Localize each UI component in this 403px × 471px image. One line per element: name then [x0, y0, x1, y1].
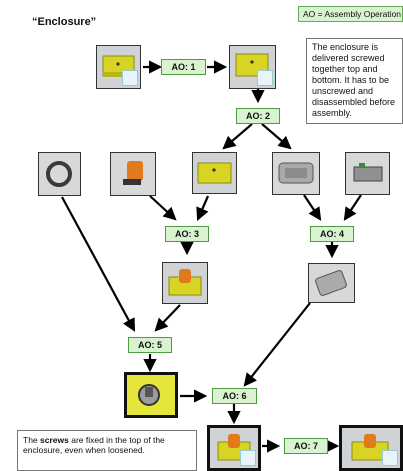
top-with-seal-icon	[124, 372, 178, 418]
note-screws-pre: The	[23, 435, 41, 445]
screw-badge-icon	[382, 450, 398, 466]
arrow-seal-to-ao5	[61, 196, 136, 332]
screw-badge-icon	[257, 70, 273, 86]
arrow-ao2-to-top	[222, 123, 253, 150]
arrow-terminal-to-ao4	[343, 194, 362, 221]
ao-box-7: AO: 7	[284, 438, 328, 454]
screw-badge-icon	[240, 450, 256, 466]
legend-box: AO = Assembly Operation	[298, 6, 403, 22]
assembled-enclosure-icon	[207, 425, 261, 471]
note-disassembly: The enclosure is delivered screwed toget…	[306, 38, 403, 124]
note-screws-post: are fixed in the top of the enclosure, e…	[23, 435, 165, 455]
final-enclosure-icon	[339, 425, 403, 471]
ao-box-3: AO: 3	[165, 226, 209, 242]
open-enclosure-icon	[229, 45, 276, 89]
ao-box-6: AO: 6	[212, 388, 257, 404]
seal-ring-icon	[38, 152, 81, 196]
arrow-bottom-to-ao4	[303, 194, 322, 221]
ao-box-1: AO: 1	[161, 59, 206, 75]
ao-box-5: AO: 5	[128, 337, 172, 353]
enclosure-top-icon	[192, 152, 237, 194]
enclosure-bottom-icon	[272, 152, 320, 195]
arrow-top-to-ao3	[196, 195, 210, 222]
screw-badge-icon	[122, 70, 138, 86]
arrow-topknob-to-ao5	[154, 304, 181, 332]
arrow-bottomterm-to-ao6	[243, 302, 311, 387]
note-screws: The screws are fixed in the top of the e…	[17, 430, 197, 471]
diagram-title: “Enclosure”	[32, 16, 97, 28]
arrow-knob-to-ao3	[149, 195, 177, 221]
terminal-block-icon	[345, 152, 390, 195]
bottom-with-terminal-icon	[308, 263, 355, 303]
note-screws-bold: screws	[40, 435, 69, 445]
ao-box-4: AO: 4	[310, 226, 354, 242]
knob-icon	[110, 152, 156, 196]
closed-enclosure-icon	[96, 45, 141, 89]
top-with-knob-icon	[162, 262, 208, 304]
arrow-ao2-to-bottom	[261, 123, 292, 150]
ao-box-2: AO: 2	[236, 108, 280, 124]
